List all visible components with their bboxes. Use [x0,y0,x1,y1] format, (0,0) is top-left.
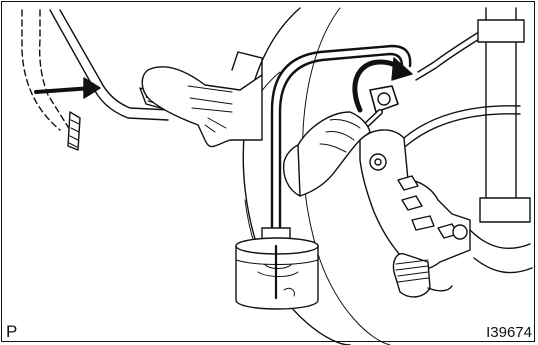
illustration-code-label: I39674 [486,325,532,340]
corner-letter-label: P [6,323,17,340]
